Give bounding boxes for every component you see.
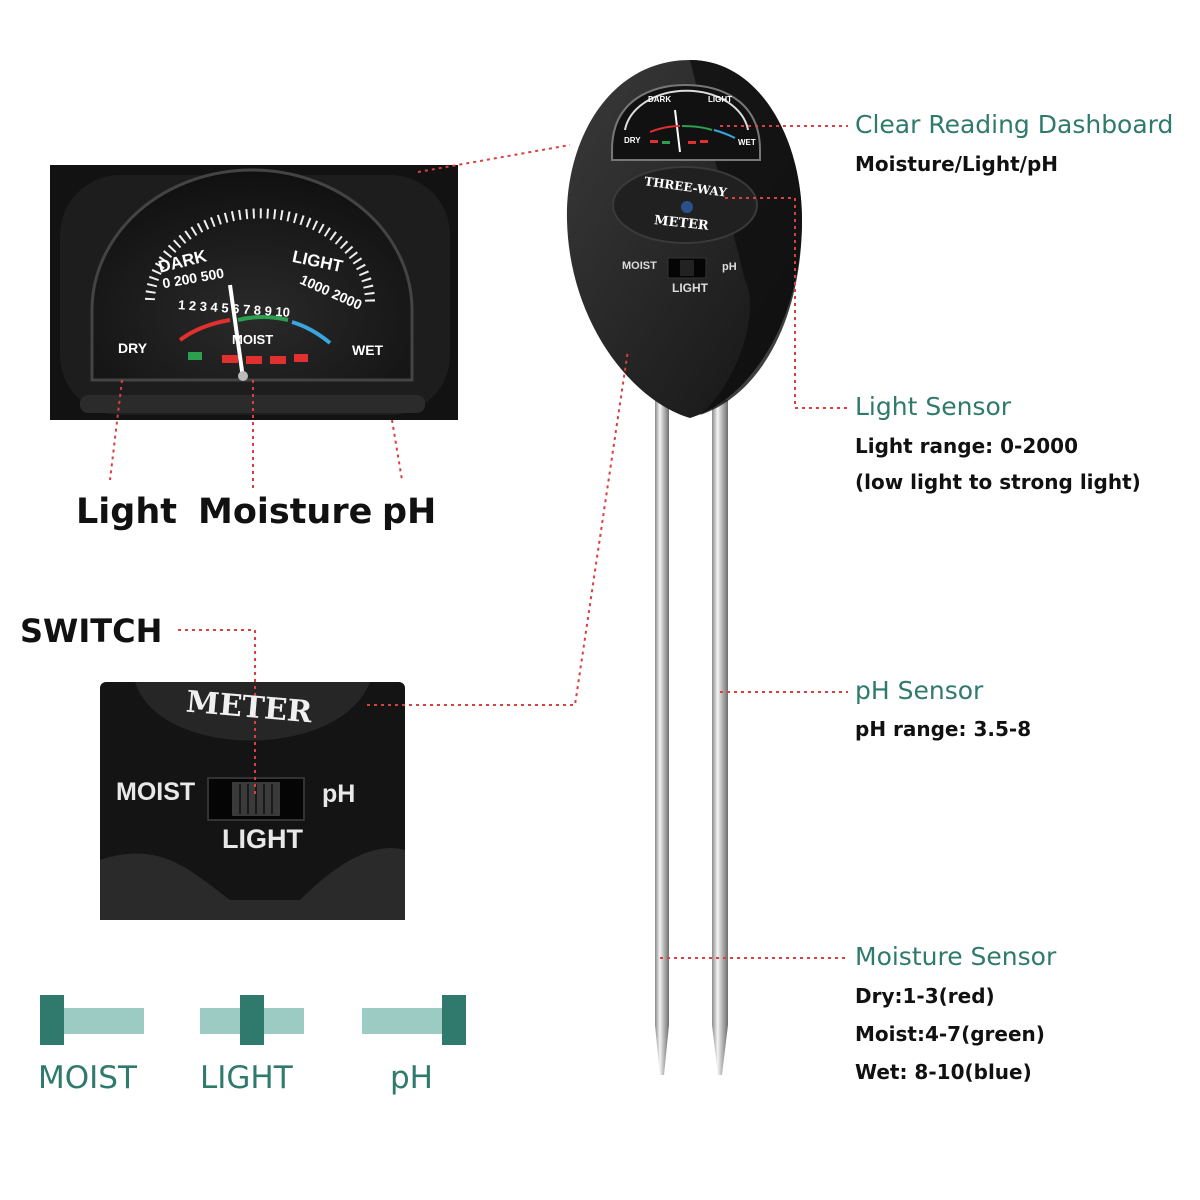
callout-ph-title: pH Sensor: [855, 676, 984, 705]
slider-knob: [240, 995, 264, 1045]
dial-light-caption: Light: [76, 492, 178, 532]
callout-light-title: Light Sensor: [855, 392, 1012, 421]
dial-dry-label: DRY: [118, 340, 148, 356]
switch-moist-label: MOIST: [116, 778, 196, 806]
device-mini-wet: WET: [738, 138, 756, 147]
mode-slider-light: [200, 995, 304, 1045]
mode-label-moist: MOIST: [38, 1060, 137, 1096]
device-mini-dark: DARK: [648, 95, 672, 104]
device-switch-ph: pH: [722, 261, 737, 273]
device-mini-light: LIGHT: [708, 95, 732, 104]
slider-knob: [442, 995, 466, 1045]
mode-label-light: LIGHT: [200, 1060, 293, 1096]
mode-slider-icons: [40, 995, 466, 1045]
switch-light-label: LIGHT: [222, 824, 303, 854]
callout-moisture-title: Moisture Sensor: [855, 942, 1057, 971]
callout-moisture-line-3: Wet: 8-10(blue): [855, 1060, 1032, 1084]
switch-title: SWITCH: [20, 612, 163, 650]
slider-knob: [40, 995, 64, 1045]
mode-label-ph: pH: [390, 1060, 433, 1096]
callout-ph-line: pH range: 3.5-8: [855, 717, 1032, 741]
leader-lines: [109, 125, 848, 959]
dial-moist-label: MOIST: [232, 332, 274, 347]
probe-right: [712, 400, 728, 1075]
device-mini-dry: DRY: [624, 136, 641, 145]
device-switch-light: LIGHT: [672, 281, 708, 295]
callout-dashboard-title: Clear Reading Dashboard: [855, 110, 1174, 139]
callout-light-line-1: Light range: 0-2000: [855, 434, 1078, 458]
dial-wet-label: WET: [352, 342, 384, 358]
dial-zoom-panel: [50, 165, 458, 420]
callout-dashboard-line: Moisture/Light/pH: [855, 152, 1059, 176]
switch-zoom-panel: [100, 682, 405, 920]
callout-light-line-2: (low light to strong light): [855, 470, 1141, 494]
callout-moisture-line-2: Moist:4-7(green): [855, 1022, 1045, 1046]
mode-slider-ph: [362, 995, 466, 1045]
device-switch-moist: MOIST: [622, 260, 657, 272]
meter-body: [566, 60, 802, 418]
switch-ph-label: pH: [322, 780, 356, 808]
probe-left: [655, 385, 669, 1075]
callout-moisture-line-1: Dry:1-3(red): [855, 984, 995, 1008]
mode-slider-moist: [40, 995, 144, 1045]
dial-ph-caption: pH: [382, 492, 437, 532]
dial-moisture-caption: Moisture: [198, 492, 373, 532]
